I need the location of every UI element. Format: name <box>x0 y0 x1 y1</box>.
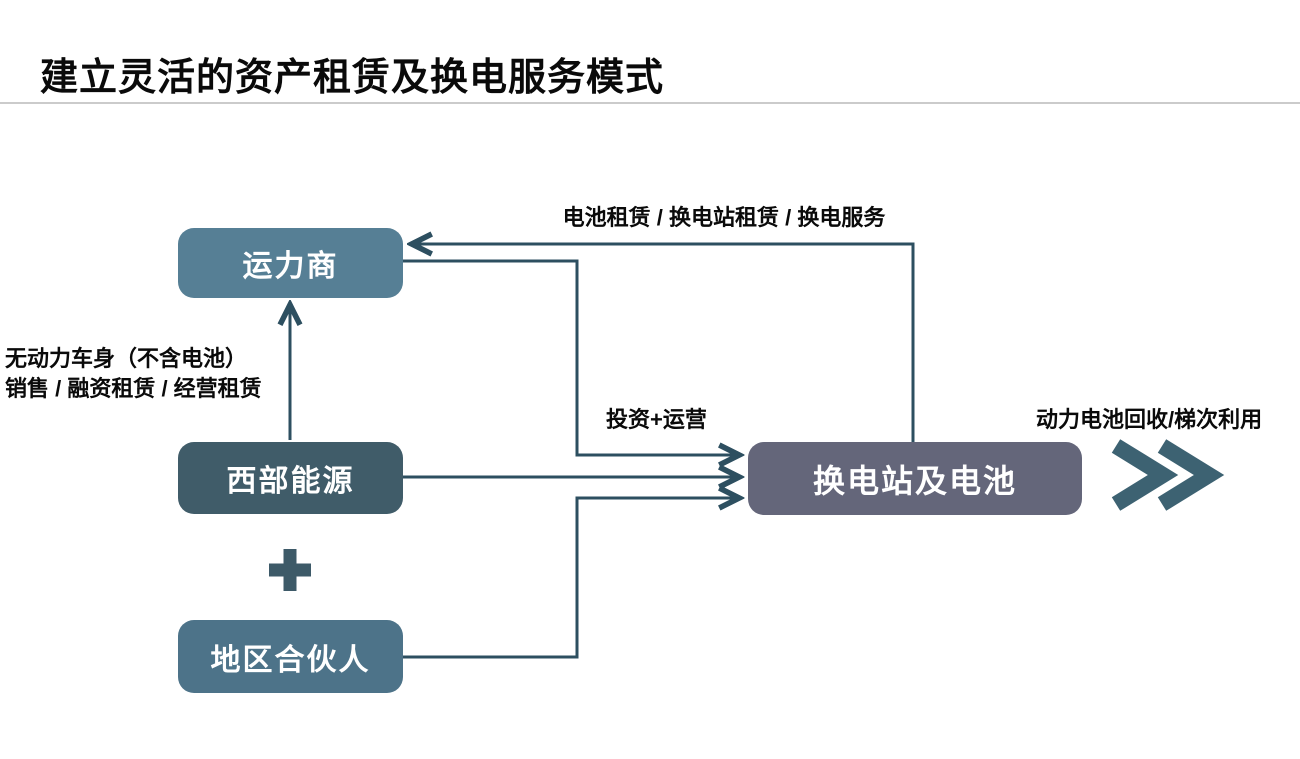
label-invest-operate: 投资+运营 <box>606 407 707 432</box>
label-vehicle-body-leasing-line2: 销售 / 融资租赁 / 经营租赁 <box>5 376 262 401</box>
label-battery-recycle: 动力电池回收/梯次利用 <box>1036 407 1263 432</box>
node-carrier: 运力商 <box>178 228 403 298</box>
node-regional-partner: 地区合伙人 <box>178 620 403 693</box>
node-western-energy: 西部能源 <box>178 442 403 514</box>
edge-partner-to-station <box>403 498 738 659</box>
label-battery-leasing-services: 电池租赁 / 换电站租赁 / 换电服务 <box>562 205 886 230</box>
double-chevron-icon <box>1111 439 1225 511</box>
label-vehicle-body-leasing: 无动力车身（不含电池） 销售 / 融资租赁 / 经营租赁 <box>5 344 262 404</box>
plus-icon <box>269 549 311 591</box>
title-divider <box>0 102 1300 104</box>
page-title: 建立灵活的资产租赁及换电服务模式 <box>40 57 665 99</box>
node-swap-station: 换电站及电池 <box>748 442 1082 515</box>
label-vehicle-body-leasing-line1: 无动力车身（不含电池） <box>5 346 248 371</box>
